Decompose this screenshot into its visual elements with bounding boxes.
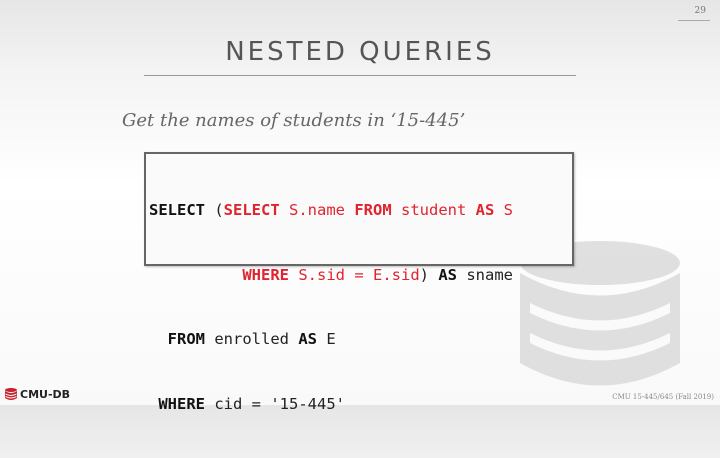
slide-subtitle: Get the names of students in ‘15-445’ (122, 110, 466, 131)
code-line-2: WHERE S.sid = E.sid) AS sname (149, 265, 513, 287)
code-text: ) (419, 265, 439, 284)
keyword-from: FROM (167, 330, 205, 348)
page-number: 29 (694, 6, 706, 16)
footer-course-credit: CMU 15-445/645 (Fall 2019) (612, 393, 714, 401)
keyword-where: WHERE (158, 394, 206, 413)
logo-text: CMU-DB (20, 387, 71, 401)
code-text-inner: S.name (279, 201, 355, 219)
sql-code-block: SELECT (SELECT S.name FROM student AS S … (144, 152, 574, 413)
code-text: cid = '15-445' (205, 394, 345, 413)
code-line-4: WHERE cid = '15-445' (149, 394, 513, 416)
sql-code: SELECT (SELECT S.name FROM student AS S … (149, 157, 513, 458)
keyword-as-inner: AS (475, 201, 495, 219)
code-text-inner: student (391, 201, 476, 219)
title-divider (144, 75, 576, 76)
code-indent (149, 395, 158, 413)
keyword-as: AS (298, 330, 317, 348)
cmu-db-logo: CMU-DB (4, 387, 70, 401)
keyword-where-inner: WHERE (242, 265, 289, 284)
code-line-1: SELECT (SELECT S.name FROM student AS S (149, 200, 513, 222)
code-text: E (317, 330, 336, 348)
slide-title: NESTED QUERIES (225, 37, 495, 67)
code-text-inner: S (494, 201, 513, 219)
code-indent (149, 266, 242, 284)
code-indent (149, 330, 168, 348)
code-line-3: FROM enrolled AS E (149, 329, 513, 351)
keyword-as: AS (438, 265, 457, 284)
code-text: enrolled (205, 330, 299, 348)
database-stack-icon (5, 388, 17, 400)
keyword-select: SELECT (149, 201, 205, 219)
code-text-inner: S.sid = E.sid (289, 265, 420, 284)
code-text: sname (457, 265, 513, 284)
keyword-select-inner: SELECT (223, 201, 280, 219)
code-text: ( (205, 201, 224, 219)
keyword-from-inner: FROM (354, 201, 392, 219)
slide: { "slide": { "page_number": "29", "title… (0, 0, 720, 413)
page-number-divider (678, 20, 710, 21)
